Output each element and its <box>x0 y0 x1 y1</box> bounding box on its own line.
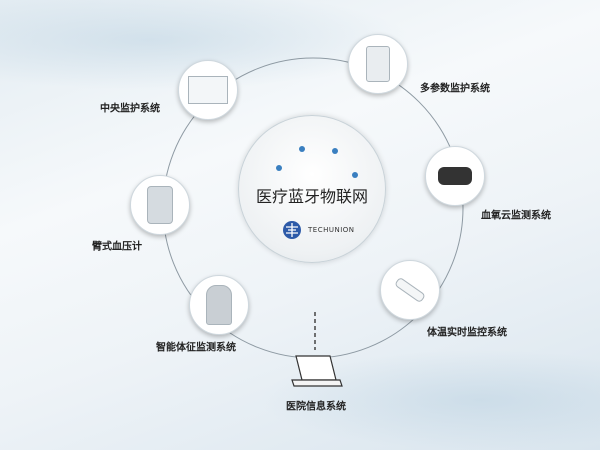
blood-pressure-node[interactable] <box>130 175 190 235</box>
signal-dot-icon <box>332 148 338 154</box>
cloud-dot-icon <box>352 172 358 178</box>
laptop-icon[interactable] <box>290 352 344 392</box>
hub-title: 医疗蓝牙物联网 <box>255 187 368 206</box>
bp-meter-icon <box>147 186 173 224</box>
vital-signs-label: 智能体征监测系统 <box>156 342 236 354</box>
blood-pressure-label: 臂式血压计 <box>92 241 142 253</box>
vital-signs-device-icon <box>206 285 232 325</box>
wifi-icon <box>299 146 305 152</box>
thermometer-patch-icon <box>394 276 426 304</box>
patient-monitor-icon <box>366 46 390 82</box>
bluetooth-dot-icon <box>276 165 282 171</box>
vital-signs-node[interactable] <box>189 275 249 335</box>
hub-circle: 医疗蓝牙物联网 TECHUNION <box>238 115 386 263</box>
his-label: 医院信息系统 <box>286 401 346 413</box>
techunion-logo-icon <box>283 221 301 239</box>
monitor-screen-icon <box>188 76 228 104</box>
central-monitoring-label: 中央监护系统 <box>100 103 160 115</box>
central-monitoring-node[interactable] <box>178 60 238 120</box>
oximeter-icon <box>438 167 472 185</box>
multi-param-node[interactable] <box>348 34 408 94</box>
blood-oxygen-label: 血氧云监测系统 <box>481 210 551 222</box>
brand-logo: TECHUNION <box>282 220 355 240</box>
temperature-label: 体温实时监控系统 <box>427 327 507 339</box>
blood-oxygen-node[interactable] <box>425 146 485 206</box>
brand-name: TECHUNION <box>308 226 355 234</box>
multi-param-label: 多参数监护系统 <box>420 83 490 95</box>
temperature-node[interactable] <box>380 260 440 320</box>
